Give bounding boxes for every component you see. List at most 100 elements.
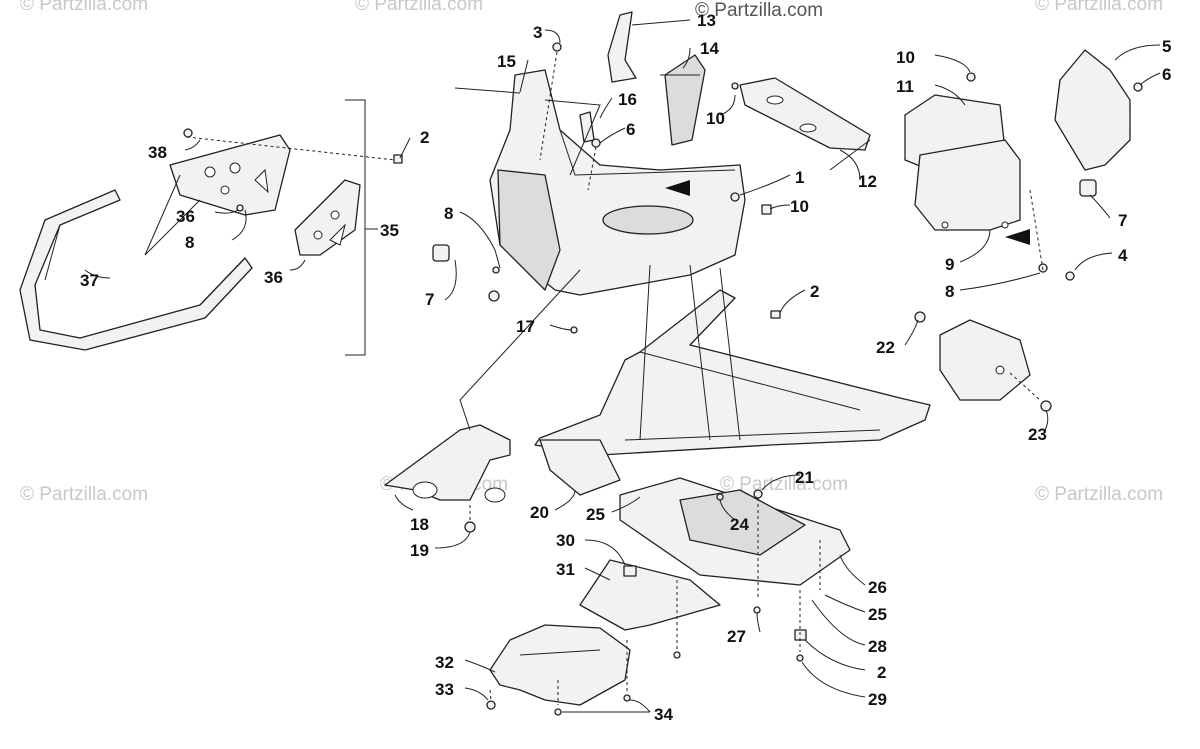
- callout-36-upper[interactable]: 36: [176, 207, 195, 226]
- callout-3[interactable]: 3: [533, 23, 542, 42]
- callout-10-right[interactable]: 10: [896, 48, 915, 67]
- callout-2-lower[interactable]: 2: [877, 663, 886, 682]
- watermark-top-right: © Partzilla.com: [1035, 0, 1163, 15]
- callout-8-right[interactable]: 8: [945, 282, 954, 301]
- foam-part-14[interactable]: [664, 54, 706, 146]
- screw-34c[interactable]: [554, 708, 562, 716]
- callout-16[interactable]: 16: [618, 90, 637, 109]
- callout-13[interactable]: 13: [697, 11, 716, 30]
- clip-7-right[interactable]: [1079, 179, 1097, 197]
- watermarks: © Partzilla.com © Partzilla.com © Partzi…: [20, 0, 1163, 505]
- callout-2-left[interactable]: 2: [420, 128, 429, 147]
- callout-7-left[interactable]: 7: [425, 290, 434, 309]
- callout-5[interactable]: 5: [1162, 37, 1171, 56]
- callout-20[interactable]: 20: [530, 503, 549, 522]
- bumper-part-37[interactable]: [19, 189, 253, 351]
- screw-29[interactable]: [796, 654, 804, 662]
- callout-22[interactable]: 22: [876, 338, 895, 357]
- bumper-bracket-upper-36[interactable]: [169, 134, 291, 216]
- screw-38[interactable]: [183, 128, 193, 138]
- strip-part-16[interactable]: [579, 111, 595, 143]
- callout-23[interactable]: 23: [1028, 425, 1047, 444]
- clip-30[interactable]: [623, 565, 637, 577]
- nut-22[interactable]: [914, 311, 926, 323]
- callout-1[interactable]: 1: [795, 168, 804, 187]
- rivet-8-left[interactable]: [236, 204, 244, 212]
- screw-34a[interactable]: [673, 651, 681, 659]
- callout-24[interactable]: 24: [730, 515, 749, 534]
- clip-2-left[interactable]: [393, 154, 403, 164]
- bolt-15[interactable]: [454, 87, 521, 94]
- solid-leaders: [144, 19, 871, 441]
- callout-35[interactable]: 35: [380, 221, 399, 240]
- callout-26[interactable]: 26: [868, 578, 887, 597]
- callout-21[interactable]: 21: [795, 468, 814, 487]
- callout-11[interactable]: 11: [896, 77, 914, 96]
- nut-10-left[interactable]: [761, 204, 772, 215]
- lower-cover-part-32[interactable]: [489, 624, 631, 706]
- callout-12[interactable]: 12: [858, 172, 877, 191]
- callout-6-right[interactable]: 6: [1162, 65, 1171, 84]
- skid-plate-part-26[interactable]: [619, 477, 851, 586]
- clip-1[interactable]: [730, 192, 740, 202]
- panel-part-9[interactable]: [914, 139, 1021, 231]
- callout-30[interactable]: 30: [556, 531, 575, 550]
- callout-2-center[interactable]: 2: [810, 282, 819, 301]
- plate-part-12[interactable]: [739, 77, 871, 151]
- front-bulkhead-part-1[interactable]: [489, 69, 746, 296]
- callout-17[interactable]: 17: [516, 317, 535, 336]
- callout-37[interactable]: 37: [80, 271, 99, 290]
- callout-36-lower[interactable]: 36: [264, 268, 283, 287]
- callout-38[interactable]: 38: [148, 143, 167, 162]
- callout-10-center[interactable]: 10: [706, 109, 725, 128]
- screw-24[interactable]: [716, 493, 724, 501]
- callout-34[interactable]: 34: [654, 705, 673, 724]
- bracket-part-5[interactable]: [1054, 49, 1131, 171]
- callout-8-left[interactable]: 8: [185, 233, 194, 252]
- callout-28[interactable]: 28: [868, 637, 887, 656]
- screw-3[interactable]: [552, 42, 562, 52]
- callout-18[interactable]: 18: [410, 515, 429, 534]
- nut-10-center[interactable]: [731, 82, 739, 90]
- callout-19[interactable]: 19: [410, 541, 429, 560]
- watermark-center-right: © Partzilla.com: [720, 474, 848, 495]
- callout-14[interactable]: 14: [700, 39, 719, 58]
- rivet-8-center[interactable]: [492, 266, 500, 274]
- callout-31[interactable]: 31: [556, 560, 575, 579]
- bracket-part-13[interactable]: [607, 11, 637, 83]
- direction-arrow-right: [1005, 229, 1030, 245]
- housing-part-18[interactable]: [384, 424, 511, 503]
- clip-2-center[interactable]: [770, 310, 781, 319]
- screw-34b[interactable]: [623, 694, 631, 702]
- callout-labels: 1 2 2 2 3 4 5 6 6 7 7 8 8 8 9 10 10 10 1…: [80, 11, 1171, 724]
- frame-part-20[interactable]: [534, 289, 931, 496]
- callout-4[interactable]: 4: [1118, 246, 1128, 265]
- screw-4[interactable]: [1065, 271, 1075, 281]
- clip-7-left[interactable]: [432, 244, 450, 262]
- callout-25-left[interactable]: 25: [586, 505, 605, 524]
- callout-9[interactable]: 9: [945, 255, 954, 274]
- screw-17[interactable]: [488, 290, 500, 302]
- screw-10-right[interactable]: [966, 72, 976, 82]
- callout-33[interactable]: 33: [435, 680, 454, 699]
- callout-25-right[interactable]: 25: [868, 605, 887, 624]
- nut-21[interactable]: [753, 489, 763, 499]
- skid-plate-part-31[interactable]: [579, 559, 721, 631]
- bracket-part-22[interactable]: [939, 319, 1031, 401]
- screw-33[interactable]: [486, 700, 496, 710]
- bolt-23[interactable]: [1040, 400, 1052, 412]
- callout-29[interactable]: 29: [868, 690, 887, 709]
- callout-6-center[interactable]: 6: [626, 120, 635, 139]
- bumper-bracket-lower-36[interactable]: [294, 179, 361, 256]
- callout-32[interactable]: 32: [435, 653, 454, 672]
- callout-15[interactable]: 15: [497, 52, 516, 71]
- screw-6-center[interactable]: [591, 138, 601, 148]
- callout-10-lower[interactable]: 10: [790, 197, 809, 216]
- callout-7-right[interactable]: 7: [1118, 211, 1127, 230]
- callout-leaders: [84, 29, 1161, 713]
- callout-27[interactable]: 27: [727, 627, 746, 646]
- callout-8-center[interactable]: 8: [444, 204, 453, 223]
- screw-27[interactable]: [753, 606, 761, 614]
- fastener-19[interactable]: [464, 521, 476, 533]
